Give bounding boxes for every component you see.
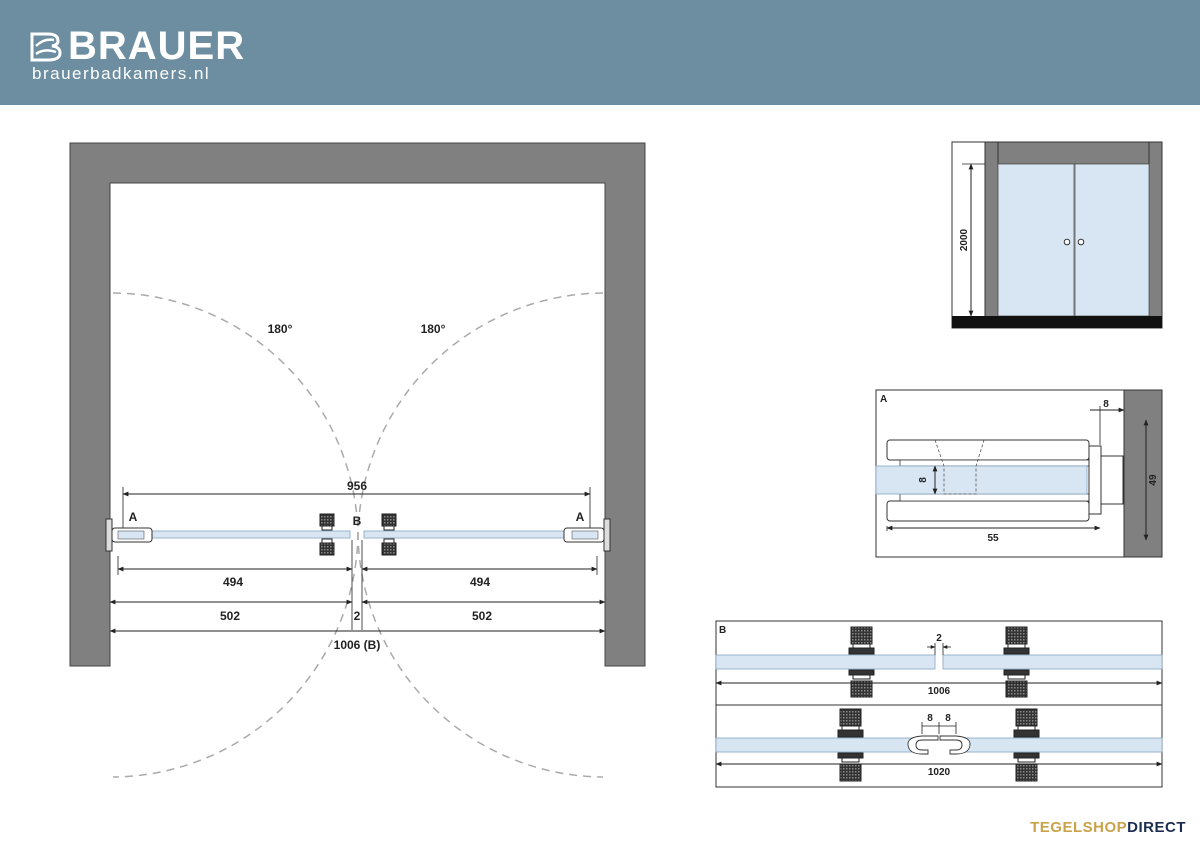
brand-url[interactable]: brauerbadkamers.nl (32, 64, 211, 83)
dim-a-55: 55 (987, 533, 999, 544)
dim-1006: 1006 (B) (334, 638, 381, 652)
dim-494-left: 494 (223, 575, 243, 589)
dim-502-left: 502 (220, 609, 240, 623)
hinge-right (563, 518, 611, 552)
detail-b-knob-3 (837, 708, 864, 782)
dim-b-8b: 8 (945, 713, 951, 724)
hinge-left (105, 518, 153, 552)
dim-b-8a: 8 (927, 713, 933, 724)
brand-name: BRAUER (68, 24, 246, 68)
brauer-logo-icon (30, 32, 62, 62)
dim-a-8-top: 8 (1103, 399, 1109, 410)
knob-right (381, 513, 397, 556)
footer-logo: TEGELSHOPDIRECT (1030, 819, 1186, 836)
dim-gap-2: 2 (354, 609, 361, 623)
angle-right-label: 180° (421, 322, 446, 336)
dim-494-right: 494 (470, 575, 490, 589)
footer-logo-part2: DIRECT (1127, 819, 1186, 836)
swing-arcs (112, 292, 604, 778)
dim-a-49: 49 (1148, 474, 1159, 486)
technical-drawing: 180° 180° 956 A A B (69, 141, 1163, 788)
dim-b-gap-2: 2 (936, 633, 942, 644)
detail-a: A 8 8 55 49 (875, 389, 1163, 558)
dim-2000: 2000 (959, 228, 970, 251)
glass-panel-left (149, 530, 351, 539)
header-bar: BRAUER brauerbadkamers.nl (0, 0, 1200, 105)
detail-b: B 2 1006 (715, 620, 1163, 788)
dim-b-1020: 1020 (928, 767, 951, 778)
label-a-right: A (576, 510, 585, 524)
elevation-view: 2000 (951, 141, 1163, 329)
plan-view: 180° 180° 956 A A B (69, 142, 646, 778)
detail-b-label: B (719, 625, 726, 636)
dim-a-8-side: 8 (918, 477, 929, 483)
glass-panel-right (363, 530, 565, 539)
detail-b-knob-4 (1013, 708, 1040, 782)
angle-left-label: 180° (268, 322, 293, 336)
wall-outline (69, 142, 646, 667)
detail-a-label: A (880, 394, 887, 405)
dim-502-right: 502 (472, 609, 492, 623)
dim-b-1006: 1006 (928, 686, 951, 697)
knob-left (319, 513, 335, 556)
label-b: B (353, 514, 362, 528)
footer-logo-part1: TEGELSHOP (1030, 819, 1128, 836)
dim-956: 956 (347, 479, 367, 493)
label-a-left: A (129, 510, 138, 524)
